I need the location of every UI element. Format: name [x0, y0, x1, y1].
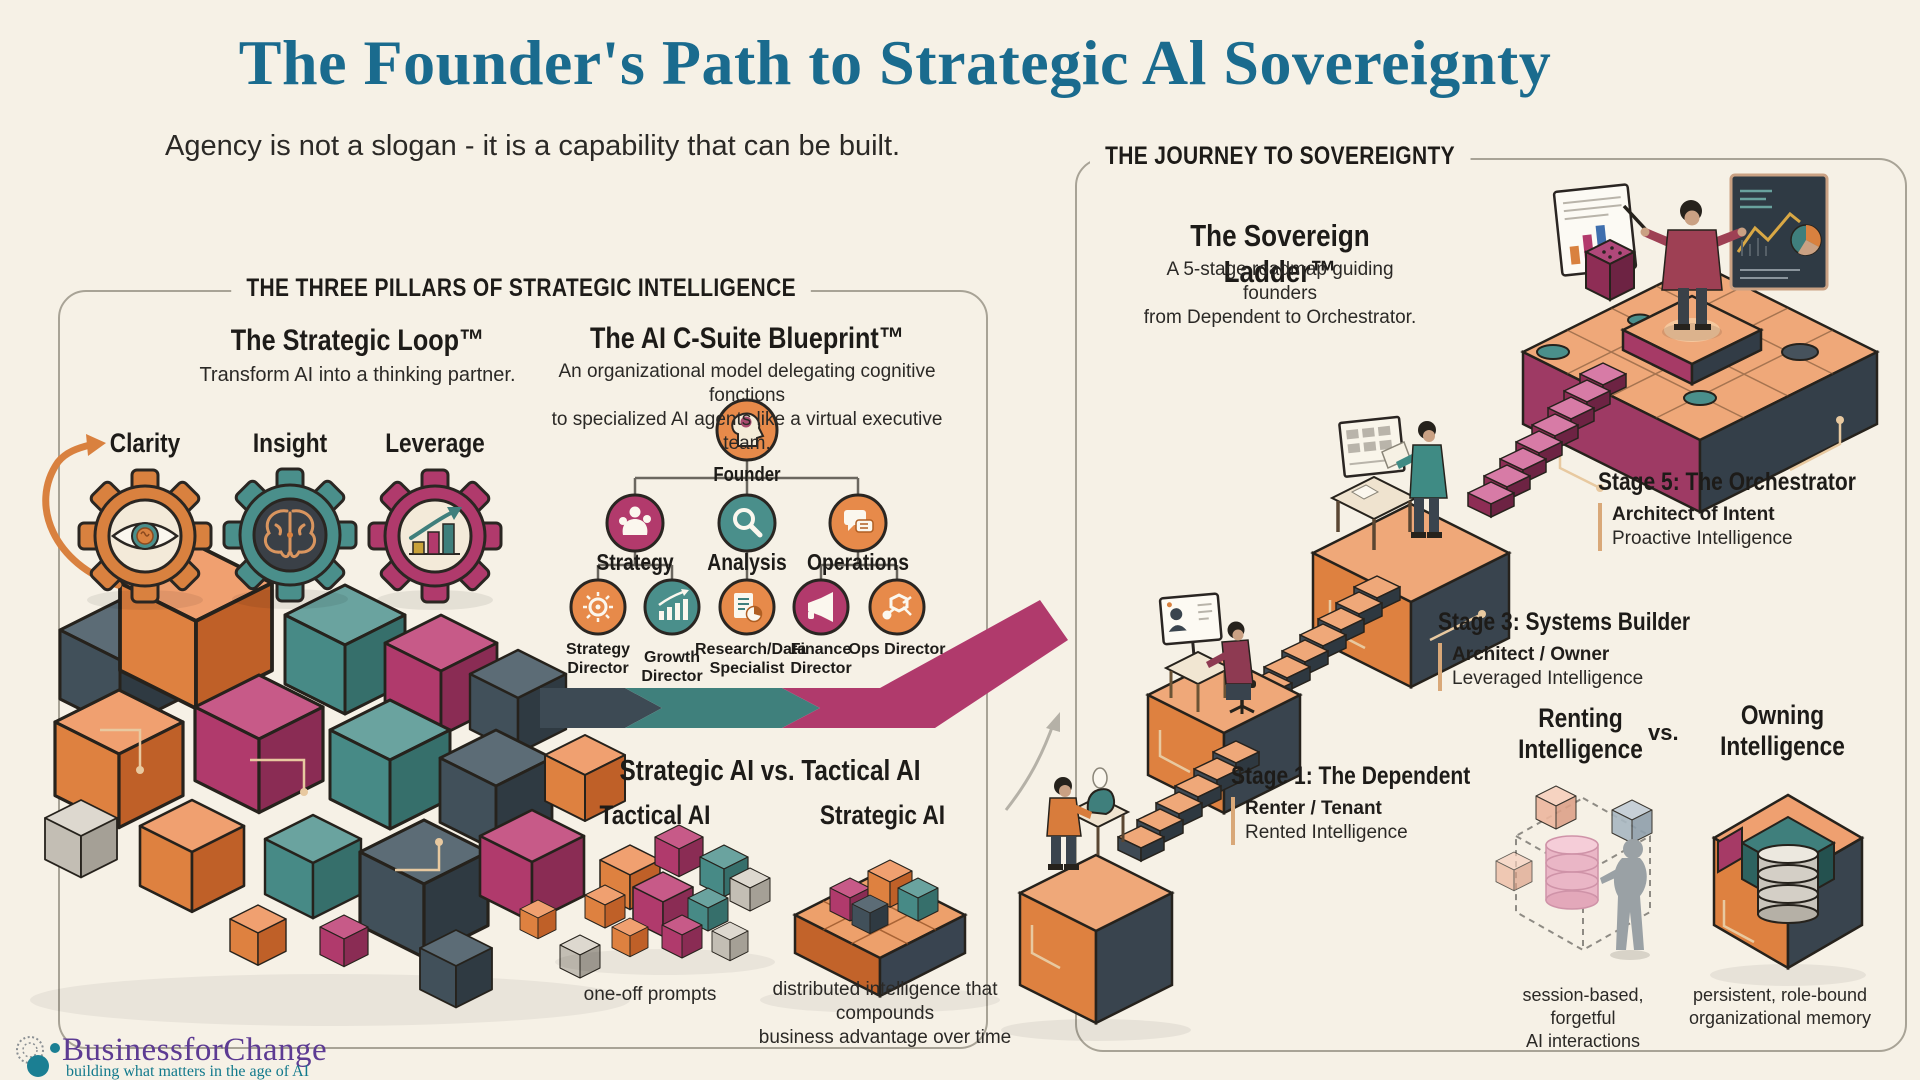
strategic-loop-desc: Transform AI into a thinking partner. [199, 364, 516, 386]
stage2-platform [1145, 592, 1303, 816]
magnifier-icon [733, 508, 763, 538]
stage5-role: Architect of Intent [1612, 504, 1775, 525]
org-label-growth-director: Growth Director [641, 649, 703, 685]
journey-header: THE JOURNEY TO SOVEREIGNTY [1090, 142, 1543, 171]
brain-gear-icon [264, 509, 316, 559]
journey-panel [1075, 158, 1907, 1052]
three-pillars-header: THE THREE PILLARS OF STRATEGIC INTELLIGE… [58, 274, 984, 303]
finance-director-node [792, 578, 850, 636]
blueprint-title: The AI C-Suite Blueprint™ [589, 322, 905, 355]
report-pie-icon [734, 593, 763, 623]
org-label-analysis: Analysis [707, 549, 787, 575]
strategist-icon [619, 506, 651, 535]
owning-caption: persistent, role-bound organizational me… [1688, 985, 1872, 1028]
stage5-mode: Proactive Intelligence [1612, 528, 1793, 549]
stage1-label: Stage 1: The Dependent Renter / Tenant R… [1231, 762, 1516, 845]
strategic-ai-label: Strategic AI [819, 800, 946, 830]
sovereign-ladder-desc: A 5-stage roadmap guiding founders from … [1143, 259, 1417, 328]
brand-name: BusinessforChange [62, 1032, 328, 1068]
strategy-director-node [569, 578, 627, 636]
transition-arrow-icon [1004, 712, 1060, 811]
clarity-gear [77, 468, 213, 610]
eye-gear-icon [110, 522, 180, 550]
ghost-user-figure [1600, 839, 1650, 960]
target-gear-icon [583, 592, 613, 622]
tactical-ai-cubes [555, 824, 775, 975]
stage1-mode: Rented Intelligence [1245, 822, 1408, 843]
org-label-finance-director: Finance Director [790, 641, 852, 677]
stage3-platform [1310, 415, 1512, 690]
brand-logo-icon [16, 1036, 60, 1077]
drafting-table [1329, 475, 1419, 550]
org-label-research-specialist: Research/Data Specialist [695, 641, 807, 677]
organizational-memory-database-icon [1757, 844, 1819, 924]
sovereign-ladder-scene [1001, 173, 1880, 1041]
research-specialist-node [718, 578, 776, 636]
network-icon [882, 593, 912, 620]
dependent-user-figure [1046, 777, 1092, 870]
gear-label-leverage: Leverage [385, 428, 485, 458]
gear-label-clarity: Clarity [109, 428, 181, 458]
video-call-monitor [1158, 592, 1223, 655]
page-subtitle: Agency is not a slogan - it is a capabil… [165, 130, 901, 162]
brand-tagline: building what matters in the age of AI [66, 1063, 310, 1080]
bar-growth-icon [658, 589, 689, 620]
org-label-strategy-director: Strategy Director [565, 641, 631, 677]
vs-label: vs. [1648, 720, 1679, 745]
megaphone-icon [808, 592, 833, 622]
comparison-title: Strategic AI vs. Tactical AI [619, 755, 921, 787]
org-label-ops-director: Ops Director [848, 641, 946, 658]
tactical-ai-caption: one-off prompts [583, 984, 717, 1005]
podium-console [1583, 238, 1637, 302]
sovereign-ladder-title: The Sovereign Ladder™ [1190, 218, 1370, 289]
insight-gear [222, 467, 358, 609]
orchestrator-figure [1622, 200, 1747, 341]
dependent-worker-figure [1206, 621, 1256, 714]
modular-blocks-illustration [30, 543, 630, 1026]
stage1-platform [1001, 767, 1191, 1041]
owning-intelligence-illustration [1710, 793, 1866, 986]
ai-csuite-org-chart [569, 398, 926, 636]
loop-arrow-icon [42, 434, 122, 589]
session-database-icon [1545, 835, 1599, 910]
stage1-role: Renter / Tenant [1245, 798, 1382, 819]
tactical-ai-label: Tactical AI [599, 800, 711, 830]
analysis-node [717, 493, 777, 553]
gear-label-insight: Insight [252, 428, 328, 458]
growth-gear-icon [409, 507, 462, 555]
strategic-loop-title: The Strategic Loop™ [230, 324, 485, 357]
renting-caption: session-based, forgetful AI interactions [1522, 985, 1644, 1051]
org-label-founder: Founder [713, 464, 781, 486]
strategic-ai-caption: distributed intelligence that compounds … [758, 979, 1012, 1048]
blueprint-desc: An organizational model delegating cogni… [551, 361, 943, 454]
right-dashboard-screen [1729, 173, 1829, 291]
circuit-lines [100, 728, 441, 872]
operations-node [828, 493, 888, 553]
renting-intelligence-illustration [1495, 785, 1653, 960]
ops-director-node [868, 578, 926, 636]
strategy-node [605, 493, 665, 553]
leverage-gear [367, 468, 503, 610]
growth-director-node [643, 578, 701, 636]
chat-bubbles-icon [844, 510, 874, 533]
stage3-role: Architect / Owner [1452, 644, 1610, 665]
founder-head-icon [731, 412, 765, 447]
flow-ribbon [540, 600, 1068, 728]
prompt-machine [1065, 767, 1131, 855]
stage3-mode: Leveraged Intelligence [1452, 668, 1644, 689]
stage3-label: Stage 3: Systems Builder Architect / Own… [1438, 608, 1738, 691]
page-title: The Founder's Path to Strategic Al Sover… [238, 27, 1552, 98]
strategic-ai-platform [760, 859, 1000, 1013]
org-label-operations: Operations [806, 549, 909, 575]
owning-intelligence-title: Owning Intelligence [1720, 700, 1845, 761]
org-label-strategy: Strategy [596, 549, 674, 575]
systems-builder-figure [1381, 421, 1448, 538]
renting-intelligence-title: Renting Intelligence [1518, 703, 1643, 764]
founder-node [715, 398, 779, 462]
stage5-label: Stage 5: The Orchestrator Architect of I… [1598, 468, 1905, 551]
